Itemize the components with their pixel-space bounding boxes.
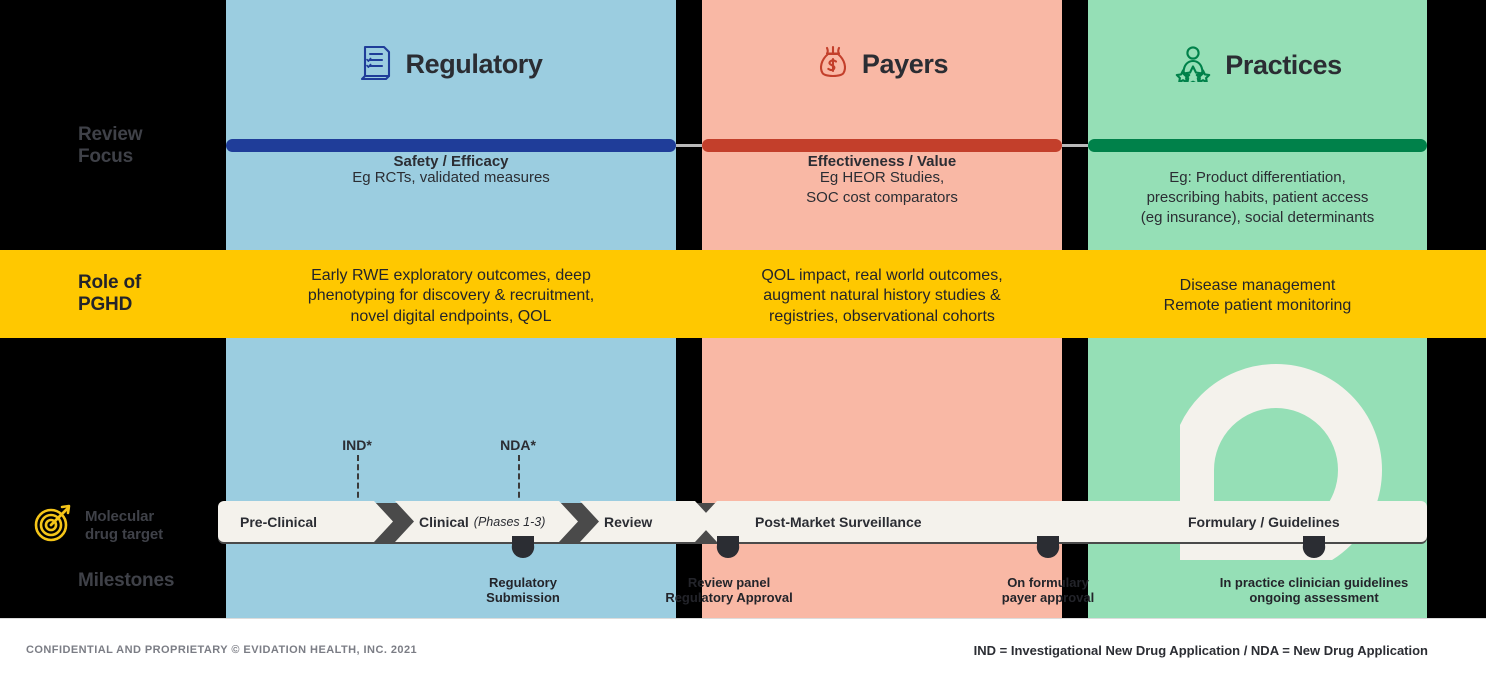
milestone-pin-review-panel bbox=[715, 534, 741, 560]
connector-line-1 bbox=[668, 144, 712, 147]
ms1-l1: Review panel bbox=[687, 575, 771, 590]
milestone-label-regulatory-submission: Regulatory Submission bbox=[423, 575, 623, 606]
pghd-pra-l1: Disease management bbox=[1179, 277, 1336, 294]
ms0-l1: Regulatory bbox=[489, 575, 557, 590]
ms3-l2: ongoing assessment bbox=[1249, 590, 1379, 606]
pghd-text-practices: Disease management Remote patient monito… bbox=[1088, 276, 1427, 317]
ms3-l1: In practice clinician guidelines bbox=[1219, 575, 1409, 590]
pghd-text-regulatory: Early RWE exploratory outcomes, deep phe… bbox=[226, 266, 676, 327]
pghd-reg-l2: phenotyping for discovery & recruitment, bbox=[307, 287, 595, 305]
milestone-pin-in-practice bbox=[1301, 534, 1327, 560]
dashed-marker-nda-line bbox=[518, 455, 520, 507]
timeline-stage-label: Pre-Clinical bbox=[240, 513, 318, 530]
focus-pra-l1: Eg: Product differentiation, bbox=[1169, 169, 1346, 186]
dashed-marker-ind: IND* bbox=[342, 437, 387, 507]
connector-line-2 bbox=[1054, 144, 1098, 147]
pghd-row-band bbox=[0, 250, 1486, 338]
milestone-pin-regulatory-submission bbox=[510, 534, 536, 560]
footer: CONFIDENTIAL AND PROPRIETARY © EVIDATION… bbox=[0, 618, 1486, 684]
timeline-stage-review[interactable]: Review bbox=[580, 501, 714, 542]
timeline-stage-formulary[interactable]: Formulary / Guidelines bbox=[1183, 501, 1427, 542]
review-focus-text-regulatory: Eg RCTs, validated measures bbox=[226, 168, 676, 188]
accent-bar-practices bbox=[1088, 139, 1427, 152]
pghd-pay-l2: augment natural history studies & bbox=[763, 287, 1001, 305]
target-arrow-icon bbox=[30, 500, 76, 551]
pghd-reg-l1: Early RWE exploratory outcomes, deep bbox=[311, 267, 591, 284]
timeline-bar: Pre-Clinical Clinical (Phases 1-3) Revie… bbox=[218, 501, 1427, 542]
focus-pay-l2: SOC cost comparators bbox=[806, 188, 958, 206]
dashed-marker-ind-line bbox=[357, 455, 359, 507]
money-bag-icon bbox=[816, 44, 850, 85]
milestone-pin-on-formulary bbox=[1035, 534, 1061, 560]
accent-bar-payers bbox=[702, 139, 1062, 152]
focus-pra-l3: (eg insurance), social determinants bbox=[1140, 208, 1375, 226]
milestone-label-on-formulary: On formulary payer approval bbox=[948, 575, 1148, 606]
timeline-stage-label: Formulary / Guidelines bbox=[1188, 513, 1340, 530]
focus-pra-l2: prescribing habits, patient access bbox=[1146, 188, 1369, 206]
pghd-pay-l1: QOL impact, real world outcomes, bbox=[761, 267, 1003, 284]
rail-review-line1: Review bbox=[78, 124, 143, 145]
review-focus-text-practices: Eg: Product differentiation, prescribing… bbox=[1088, 168, 1427, 228]
milestone-label-in-practice: In practice clinician guidelines ongoing… bbox=[1164, 575, 1464, 606]
clipboard-checklist-icon bbox=[359, 44, 393, 85]
molecular-line1: Molecular bbox=[85, 507, 155, 525]
rail-label-role-of-pghd: Role of PGHD bbox=[78, 272, 226, 317]
timeline-stage-label: Post-Market Surveillance bbox=[755, 513, 922, 530]
ms0-l2: Submission bbox=[486, 590, 560, 606]
review-focus-text-payers: Eg HEOR Studies, SOC cost comparators bbox=[702, 168, 1062, 208]
column-title-regulatory: Regulatory bbox=[405, 49, 543, 79]
focus-reg-l1: Eg RCTs, validated measures bbox=[352, 169, 550, 186]
column-subtitle-regulatory: Safety / Efficacy bbox=[393, 153, 509, 170]
pghd-pay-l3: registries, observational cohorts bbox=[769, 307, 995, 325]
column-header-regulatory: Regulatory Safety / Efficacy bbox=[226, 44, 676, 170]
pghd-reg-l3: novel digital endpoints, QOL bbox=[350, 307, 552, 325]
timeline-stage-pre-clinical[interactable]: Pre-Clinical bbox=[218, 501, 393, 542]
footer-abbreviations: IND = Investigational New Drug Applicati… bbox=[973, 643, 1428, 658]
dashed-marker-nda-label: NDA* bbox=[500, 437, 536, 453]
milestone-label-review-panel: Review panel Regulatory Approval bbox=[629, 575, 829, 606]
column-header-practices: Practices bbox=[1088, 44, 1427, 87]
timeline-stage-post-market[interactable]: Post-Market Surveillance bbox=[698, 501, 1183, 542]
molecular-line2: drug target bbox=[85, 525, 164, 543]
pghd-pra-l2: Remote patient monitoring bbox=[1163, 297, 1352, 315]
rail-label-review-focus: Review Focus bbox=[78, 124, 226, 169]
person-stars-icon bbox=[1173, 44, 1213, 87]
ms2-l1: On formulary bbox=[1007, 575, 1089, 590]
dashed-marker-ind-label: IND* bbox=[342, 437, 372, 453]
molecular-drug-target-label: Molecular drug target bbox=[85, 508, 163, 544]
column-title-practices: Practices bbox=[1225, 50, 1342, 80]
molecular-drug-target: Molecular drug target bbox=[30, 500, 226, 551]
timeline-stage-clinical[interactable]: Clinical (Phases 1-3) bbox=[395, 501, 578, 542]
timeline-stage-note: (Phases 1-3) bbox=[473, 514, 546, 529]
timeline-stage-label: Review bbox=[604, 513, 653, 530]
dashed-marker-nda: NDA* bbox=[500, 437, 554, 507]
footer-divider bbox=[0, 618, 1486, 619]
rail-review-line2: Focus bbox=[78, 146, 133, 168]
accent-bar-regulatory bbox=[226, 139, 676, 152]
column-title-payers: Payers bbox=[861, 49, 949, 79]
column-subtitle-payers: Effectiveness / Value bbox=[807, 153, 957, 170]
rail-label-milestones: Milestones bbox=[78, 570, 175, 591]
footer-copyright: CONFIDENTIAL AND PROPRIETARY © EVIDATION… bbox=[26, 644, 418, 656]
rail-pghd-line2: PGHD bbox=[78, 294, 133, 316]
rail-pghd-line1: Role of bbox=[78, 272, 141, 293]
column-header-payers: Payers Effectiveness / Value bbox=[702, 44, 1062, 170]
ms1-l2: Regulatory Approval bbox=[665, 590, 793, 606]
focus-pay-l1: Eg HEOR Studies, bbox=[819, 169, 945, 186]
pghd-text-payers: QOL impact, real world outcomes, augment… bbox=[702, 266, 1062, 327]
timeline-stage-label: Clinical bbox=[419, 513, 469, 530]
ms2-l2: payer approval bbox=[1001, 590, 1095, 606]
